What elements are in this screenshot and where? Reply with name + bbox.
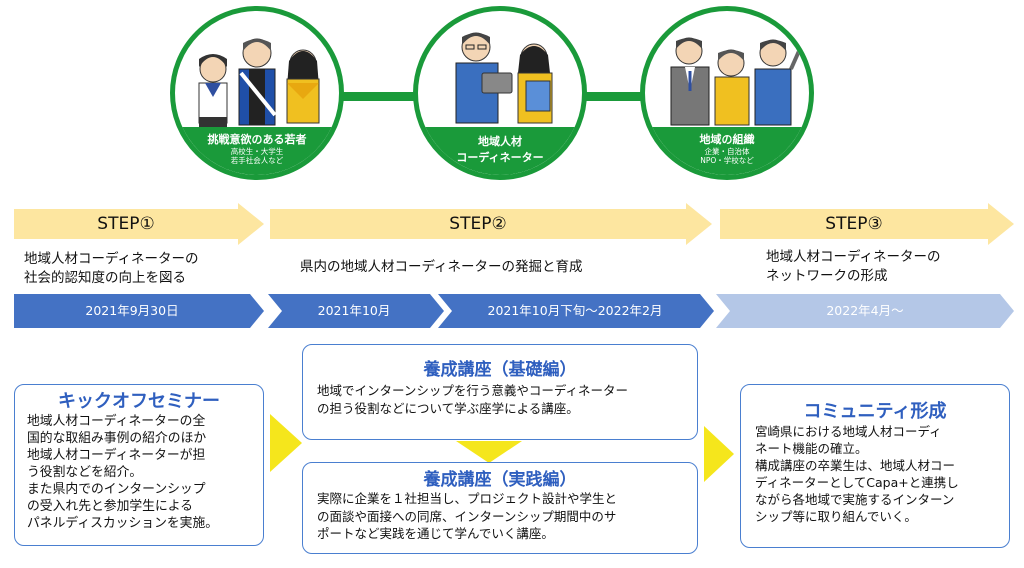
community-line: シップ等に取り組んでいく。 (755, 509, 917, 524)
practice-line: の面談や面接への同席、インターンシップ期間中のサ (317, 508, 617, 524)
community-line: 宮崎県における地域人材コーディ (755, 424, 942, 439)
community-title: コミュニティ形成 (803, 401, 947, 422)
kickoff-line: う役割などを紹介。 (27, 465, 143, 480)
practical-course-title: 養成講座（実践編） (423, 470, 577, 490)
timeline-label-2: 2021年10月 (317, 303, 391, 318)
community-line: ネート機能の確立。 (755, 441, 868, 456)
kickoff-line: の受入れ先と参加学生による (27, 499, 193, 514)
basic-course-body: 地域でインターンシップを行う意義やコーディネーター の担う役割などについて学ぶ座… (303, 380, 697, 417)
group-coordinator-title: 地域人材 (478, 135, 522, 148)
practice-line: 実際に企業を１社担当し、プロジェクト設計や学生と (317, 491, 618, 506)
practice-line: ポートなど実践を通じて学んでいく講座。 (317, 526, 554, 541)
connector-arrow-1 (270, 414, 302, 472)
practical-course-body: 実際に企業を１社担当し、プロジェクト設計や学生と の面談や面接への同席、インター… (303, 490, 697, 543)
step1-desc-line1: 地域人材コーディネーターの (24, 251, 199, 267)
group-coordinator-title2: コーディネーター (456, 151, 544, 164)
step3-arrow: STEP③ (720, 203, 1014, 245)
community-body: 宮崎県における地域人材コーディ ネート機能の確立。 構成講座の卒業生は、地域人材… (741, 423, 1009, 525)
group-coordinator-circle: 地域人材 コーディネーター (413, 6, 587, 180)
kickoff-seminar-title: キックオフセミナー (58, 391, 220, 412)
step1-description: 地域人材コーディネーターの 社会的認知度の向上を図る (24, 250, 199, 288)
timeline-bar-2: 2021年10月 (268, 294, 444, 328)
step1-label: STEP① (97, 214, 155, 234)
organization-illustration (670, 37, 801, 126)
step3-desc-line1: 地域人材コーディネーターの (766, 249, 941, 265)
group-youth-circle: 挑戦意欲のある若者 高校生・大学生 若手社会人など (170, 6, 344, 180)
timeline-label-1: 2021年9月30日 (85, 303, 179, 318)
step2-label: STEP② (449, 214, 507, 234)
community-line: ながら各地域で実施するインターン (755, 492, 955, 507)
basic-course-box: 養成講座（基礎編） 地域でインターンシップを行う意義やコーディネーター の担う役… (302, 344, 698, 440)
group-organization-sub1: 企業・自治体 (704, 147, 750, 156)
group-organization-caption: 地域の組織 企業・自治体 NPO・学校など (645, 127, 809, 175)
practical-course-box: 養成講座（実践編） 実際に企業を１社担当し、プロジェクト設計や学生と の面談や面… (302, 462, 698, 554)
step2-description: 県内の地域人材コーディネーターの発掘と育成 (300, 258, 583, 277)
step3-desc-line2: ネットワークの形成 (766, 268, 888, 284)
step1-arrow: STEP① (14, 203, 264, 245)
community-line: 構成講座の卒業生は、地域人材コー (755, 458, 956, 473)
community-box: コミュニティ形成 宮崎県における地域人材コーディ ネート機能の確立。 構成講座の… (740, 384, 1010, 548)
kickoff-line: 地域人材コーディネーターが担 (27, 448, 206, 463)
step2-arrow: STEP② (270, 203, 712, 245)
step2-desc-line1: 県内の地域人材コーディネーターの発掘と育成 (300, 259, 583, 275)
step1-desc-line2: 社会的認知度の向上を図る (24, 270, 186, 286)
step3-label: STEP③ (825, 214, 883, 234)
kickoff-seminar-body: 地域人材コーディネーターの全 国的な取組み事例の紹介のほか 地域人材コーディネー… (15, 413, 263, 532)
group-youth-sub1: 高校生・大学生 (230, 147, 284, 156)
basic-line: の担う役割などについて学ぶ座学による講座。 (317, 400, 579, 416)
basic-course-title: 養成講座（基礎編） (423, 360, 577, 380)
timeline-label-3: 2021年10月下旬～2022年2月 (487, 303, 663, 318)
kickoff-line: 地域人材コーディネーターの全 (27, 414, 206, 429)
kickoff-line: パネルディスカッションを実施。 (27, 516, 219, 531)
group-organization-sub2: NPO・学校など (700, 156, 754, 165)
group-organization-circle: 地域の組織 企業・自治体 NPO・学校など (640, 6, 814, 180)
step3-description: 地域人材コーディネーターの ネットワークの形成 (766, 248, 941, 286)
timeline-bar-4: 2022年4月～ (716, 294, 1014, 328)
kickoff-seminar-box: キックオフセミナー 地域人材コーディネーターの全 国的な取組み事例の紹介のほか … (14, 384, 264, 546)
kickoff-line: 国的な取組み事例の紹介のほか (27, 431, 207, 446)
timeline-label-4: 2022年4月～ (826, 303, 904, 318)
group-youth-title: 挑戦意欲のある若者 (207, 133, 307, 146)
basic-line: 地域でインターンシップを行う意義やコーディネーター (317, 383, 629, 398)
group-coordinator-caption: 地域人材 コーディネーター (418, 127, 582, 175)
timeline-bar-3: 2021年10月下旬～2022年2月 (438, 294, 714, 328)
connector-arrow-2 (704, 426, 734, 482)
kickoff-line: また県内でのインターンシップ (27, 482, 206, 497)
group-organization-title: 地域の組織 (699, 133, 755, 146)
connector-line-1 (340, 92, 450, 101)
coordinator-illustration (455, 32, 553, 124)
connector-arrow-down (456, 441, 522, 463)
group-youth-sub2: 若手社会人など (230, 156, 284, 165)
community-line: ディネーターとしてCapa+と連携し (755, 475, 959, 490)
group-youth-caption: 挑戦意欲のある若者 高校生・大学生 若手社会人など (175, 127, 339, 175)
timeline-bar-1: 2021年9月30日 (14, 294, 264, 328)
